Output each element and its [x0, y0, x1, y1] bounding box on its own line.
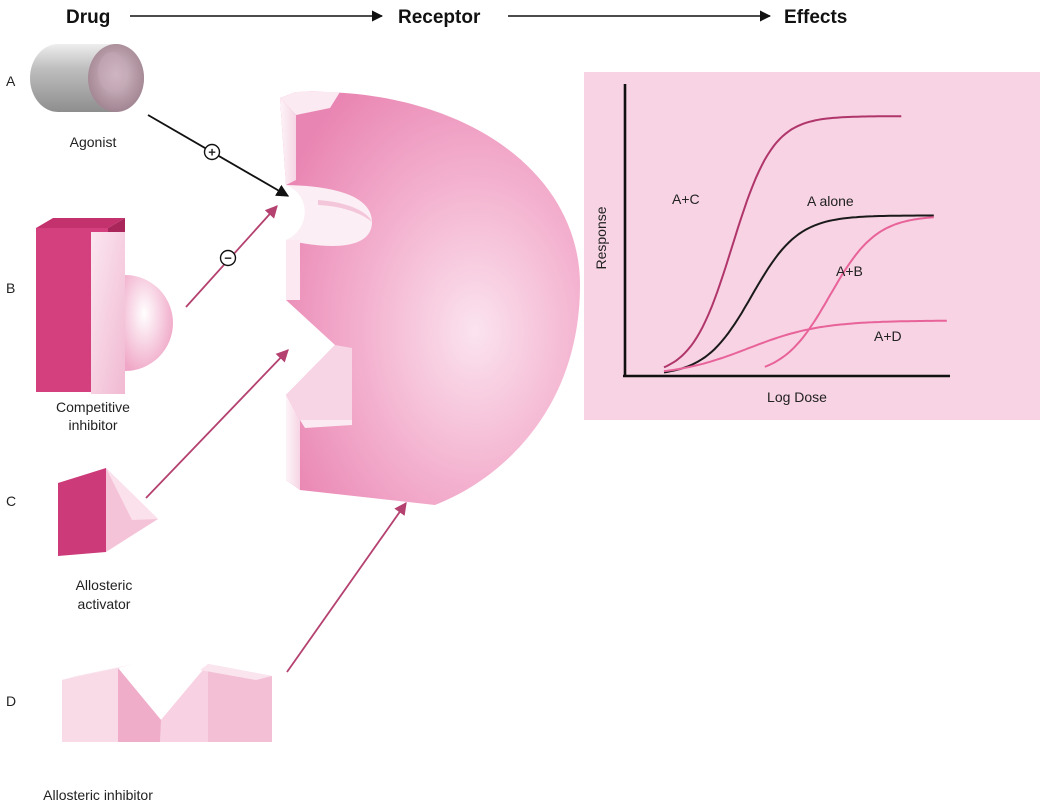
header-flow: Drug Receptor Effects: [66, 7, 847, 28]
competitive-inhibitor-icon: [36, 218, 173, 394]
receptor-icon: [280, 92, 580, 505]
series-label-a-plus-c: A+C: [672, 191, 700, 207]
arrow-inhibitor: [287, 503, 406, 672]
competitive-label-line1: Competitive: [56, 399, 130, 415]
svg-text:+: +: [208, 145, 216, 160]
row-letter-b: B: [6, 280, 15, 296]
sign-plus-icon: +: [205, 145, 220, 160]
header-effects: Effects: [784, 7, 847, 28]
chart-panel-background: [584, 72, 1040, 420]
activator-label-line2: activator: [78, 596, 131, 612]
agonist-label: Agonist: [70, 134, 117, 150]
series-label-a-alone: A alone: [807, 193, 854, 209]
header-drug: Drug: [66, 7, 110, 28]
chart-xlabel: Log Dose: [767, 389, 827, 405]
row-letter-c: C: [6, 493, 16, 509]
agonist-cylinder-icon: [30, 44, 144, 112]
inhibitor-label: Allosteric inhibitor: [43, 787, 153, 803]
allosteric-activator-icon: [58, 468, 158, 556]
series-label-a-plus-d: A+D: [874, 328, 902, 344]
chart-ylabel: Response: [593, 206, 609, 269]
header-receptor: Receptor: [398, 7, 481, 28]
activator-label-line1: Allosteric: [76, 577, 133, 593]
effects-chart: Log Dose Response A+C A alone A+B A+D: [584, 72, 1040, 420]
row-letter-d: D: [6, 693, 16, 709]
allosteric-inhibitor-icon: [62, 664, 272, 742]
row-letter-a: A: [6, 73, 16, 89]
competitive-label-line2: inhibitor: [68, 417, 117, 433]
svg-text:−: −: [224, 251, 232, 266]
series-label-a-plus-b: A+B: [836, 263, 863, 279]
arrow-activator: [146, 350, 288, 498]
sign-minus-icon: −: [221, 251, 236, 266]
